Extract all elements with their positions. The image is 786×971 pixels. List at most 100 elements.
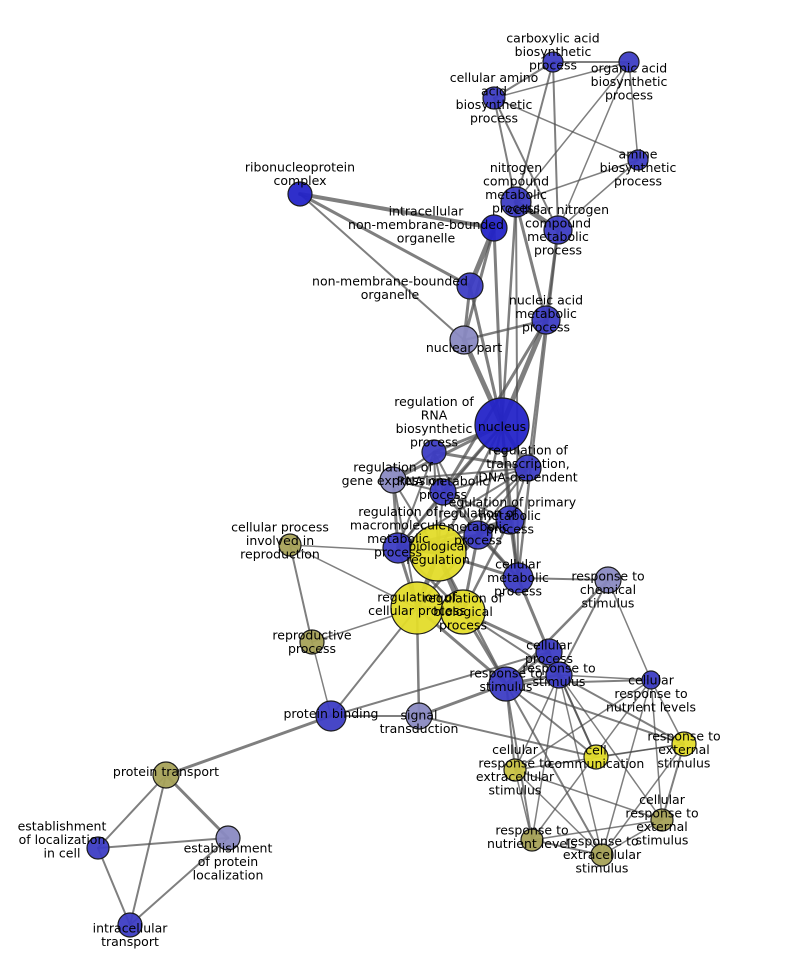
graph-node-respStim2[interactable] bbox=[545, 661, 573, 689]
node-label-cellAmino: cellular amino bbox=[450, 70, 539, 85]
graph-edge-riboComplex--intraNMB bbox=[298, 192, 496, 230]
node-label-respExtracell: response to bbox=[565, 834, 638, 849]
node-label-intraNMB: organelle bbox=[397, 231, 456, 246]
node-label-estProtLoc: of protein bbox=[198, 854, 258, 869]
node-label-intraTransport: transport bbox=[101, 934, 159, 949]
node-label-cellProcRepro: involved in bbox=[246, 533, 314, 548]
graph-node-respChem[interactable] bbox=[594, 566, 622, 594]
graph-node-organicAcid[interactable] bbox=[618, 51, 640, 73]
graph-node-nuclearPart[interactable] bbox=[449, 325, 479, 355]
node-label-regCellProc: cellular process bbox=[368, 603, 466, 618]
node-label-respChem: response to bbox=[571, 569, 644, 584]
graph-edge-cellAmino--amine bbox=[493, 97, 639, 161]
graph-edge-amine--nitrogenComp bbox=[515, 159, 639, 203]
node-label-regGeneExpr: gene expression bbox=[342, 473, 445, 488]
graph-node-estLocCell[interactable] bbox=[86, 836, 110, 860]
graph-node-regRNAbio[interactable] bbox=[421, 439, 447, 465]
graph-node-respExt[interactable] bbox=[671, 731, 697, 757]
graph-node-estProtLoc[interactable] bbox=[215, 825, 241, 851]
graph-edge-regTransc--rnaMetab bbox=[442, 467, 529, 493]
nodes-layer bbox=[86, 51, 697, 938]
graph-node-cellProc[interactable] bbox=[535, 638, 563, 666]
graph-edge-regRNAbio--regMacromol bbox=[397, 451, 435, 549]
graph-edge-respNutr--respExtracell bbox=[531, 839, 603, 856]
graph-node-amine[interactable] bbox=[627, 149, 649, 171]
graph-node-cellComm[interactable] bbox=[583, 744, 609, 770]
graph-edge-respExt--cellRespExternal bbox=[661, 743, 685, 821]
graph-edge-cellAmino--cellNitrogen bbox=[493, 97, 559, 231]
graph-node-cellRespExtracell[interactable] bbox=[503, 758, 527, 782]
graph-node-cellRespNutr[interactable] bbox=[641, 670, 661, 690]
graph-edge-respStim1--cellRespNutr bbox=[505, 679, 652, 685]
node-label-cellRespNutr: response to bbox=[614, 686, 687, 701]
graph-node-cellRespExternal[interactable] bbox=[650, 808, 674, 832]
node-label-cellRespExternal: external bbox=[636, 819, 687, 834]
node-label-riboComplex: complex bbox=[274, 173, 327, 188]
node-label-respExt: stimulus bbox=[658, 756, 711, 771]
graph-edge-protTransport--estLocCell bbox=[97, 774, 167, 849]
graph-node-rnaMetab[interactable] bbox=[429, 478, 457, 506]
node-label-regMetab: metabolic bbox=[447, 519, 509, 534]
graph-node-regPrimary[interactable] bbox=[495, 505, 525, 535]
graph-node-nucleus[interactable] bbox=[474, 397, 530, 453]
graph-node-respStim1[interactable] bbox=[488, 666, 524, 702]
graph-node-signalTrans[interactable] bbox=[405, 702, 433, 730]
graph-node-regBioProc[interactable] bbox=[440, 589, 486, 635]
graph-edge-estLocCell--estProtLoc bbox=[97, 837, 229, 849]
node-label-cellAmino: acid bbox=[481, 83, 507, 98]
graph-node-intraTransport[interactable] bbox=[117, 912, 143, 938]
node-label-regBioProc: process bbox=[439, 618, 487, 633]
node-label-cellAmino: biosynthetic bbox=[456, 97, 533, 112]
graph-node-respExtracell[interactable] bbox=[590, 843, 614, 867]
graph-node-regMetab[interactable] bbox=[463, 520, 493, 550]
graph-node-nitrogenComp[interactable] bbox=[500, 186, 532, 218]
node-label-regRNAbio: RNA bbox=[421, 407, 448, 422]
graph-node-cellProcRepro[interactable] bbox=[278, 533, 302, 557]
node-label-cellRespExternal: cellular bbox=[639, 792, 686, 807]
edges-layer bbox=[97, 61, 685, 926]
graph-node-cellMetab[interactable] bbox=[502, 562, 534, 594]
graph-edge-estLocCell--intraTransport bbox=[97, 847, 131, 926]
node-label-regRNAbio: regulation of bbox=[394, 394, 474, 409]
graph-edge-respStim1--respChem bbox=[504, 578, 610, 686]
node-label-estLocCell: establishment bbox=[18, 819, 107, 834]
node-label-cellProc: process bbox=[525, 651, 573, 666]
node-label-respExt: response to bbox=[647, 729, 720, 744]
node-label-regPrimary: metabolic bbox=[479, 508, 541, 523]
node-label-estLocCell: of localization bbox=[19, 832, 106, 847]
node-label-organicAcid: biosynthetic bbox=[591, 74, 668, 89]
node-label-bioReg: biological bbox=[408, 538, 468, 553]
graph-node-carboxylic[interactable] bbox=[542, 51, 564, 73]
node-label-respNutr: response to bbox=[495, 822, 568, 837]
node-label-nucleicAcid: nucleic acid bbox=[509, 293, 583, 308]
graph-edge-regTransc--regGeneExpr bbox=[392, 467, 529, 481]
graph-node-cellAmino[interactable] bbox=[482, 86, 506, 110]
node-label-respChem: stimulus bbox=[582, 596, 635, 611]
node-label-regPrimary: process bbox=[486, 522, 534, 537]
node-label-estProtLoc: localization bbox=[193, 868, 264, 883]
node-label-regTransc: regulation of bbox=[488, 443, 568, 458]
graph-node-protBind[interactable] bbox=[315, 700, 347, 732]
graph-node-nucleicAcid[interactable] bbox=[531, 305, 561, 335]
node-label-intraTransport: intracellular bbox=[93, 920, 169, 935]
graph-node-riboComplex[interactable] bbox=[287, 181, 313, 207]
graph-node-intraNMB[interactable] bbox=[480, 214, 508, 242]
graph-edge-cellRespNutr--cellRespExtracell bbox=[514, 679, 652, 771]
graph-edge-nitrogenComp--nucleicAcid bbox=[514, 200, 548, 322]
node-label-respNutr: nutrient levels bbox=[487, 836, 577, 851]
graph-edge-respStim1--respExtracell bbox=[505, 683, 603, 856]
graph-node-reproProc[interactable] bbox=[299, 629, 325, 655]
graph-node-regGeneExpr[interactable] bbox=[379, 466, 407, 494]
graph-node-nmbOrganelle[interactable] bbox=[456, 272, 484, 300]
graph-node-regTransc[interactable] bbox=[514, 454, 542, 482]
node-label-regTransc: DNA-dependent bbox=[478, 470, 577, 485]
graph-node-respNutr[interactable] bbox=[520, 828, 544, 852]
graph-edge-organicAcid--cellNitrogen bbox=[557, 61, 630, 231]
graph-node-bioReg[interactable] bbox=[409, 524, 467, 582]
node-label-cellRespExternal: response to bbox=[625, 805, 698, 820]
graph-node-cellNitrogen[interactable] bbox=[543, 215, 573, 245]
graph-edge-cellRespExtracell--respNutr bbox=[514, 769, 533, 841]
graph-node-protTransport[interactable] bbox=[152, 761, 180, 789]
